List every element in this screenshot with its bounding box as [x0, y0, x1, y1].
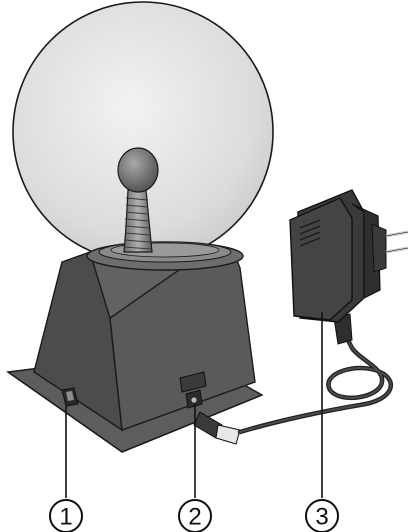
power-adapter [290, 190, 408, 322]
callout-2-label: 2 [188, 504, 201, 531]
callout-3: 3 [306, 500, 338, 532]
callout-3-label: 3 [315, 504, 328, 531]
callout-1: 1 [50, 500, 82, 532]
callout-1-label: 1 [59, 504, 72, 531]
base [8, 242, 262, 452]
callout-2: 2 [179, 500, 211, 532]
electrode-knob [118, 148, 158, 192]
